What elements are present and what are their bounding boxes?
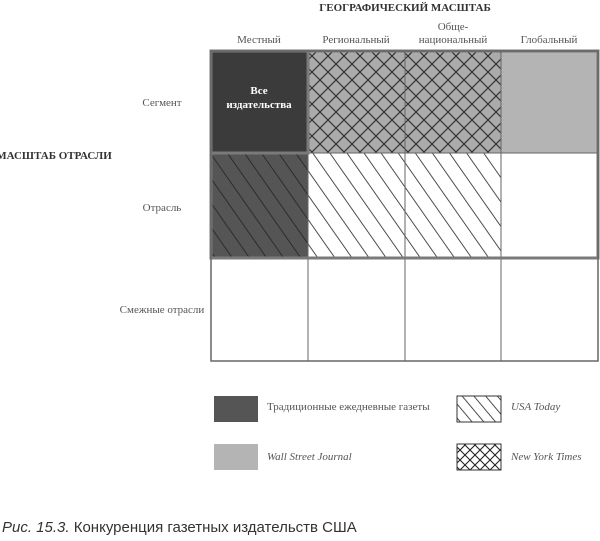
matrix-outer-border (210, 50, 599, 362)
row-header-industry: Отрасль (143, 202, 182, 214)
cell-segment-global (500, 50, 599, 154)
row-header-segment: Сегмент (142, 97, 181, 109)
row-header-adjacent: Смежные отрасли (120, 304, 205, 316)
column-header-regional: Региональный (322, 34, 389, 46)
figure-caption: Рис. 15.3. Конкуренция газетных издатель… (2, 519, 357, 536)
all-publishers-label-line1: Все (250, 85, 267, 97)
figure-number: Рис. 15.3. (2, 519, 70, 536)
cell-adjacent-local (210, 257, 309, 362)
all-publishers-label-line2: издательства (226, 99, 292, 111)
column-header-global: Глобальный (521, 34, 578, 46)
cell-industry-local (210, 152, 309, 259)
top-axis-title: ГЕОГРАФИЧЕСКИЙ МАСШТАБ (319, 2, 490, 14)
column-header-national-line1: Обще- (438, 21, 469, 33)
cell-industry-national (404, 152, 502, 259)
cell-adjacent-global (500, 257, 599, 362)
legend-swatch-usa-today (456, 395, 502, 423)
column-header-local: Местный (237, 34, 281, 46)
legend-label-nyt: New York Times (510, 451, 582, 463)
cell-segment-local (210, 50, 309, 154)
left-axis-title: МАСШТАБ ОТРАСЛИ (0, 150, 112, 162)
legend-swatch-nyt (456, 443, 502, 471)
legend-swatch-wsj (214, 444, 258, 470)
legend: Традиционные ежедневные газеты USA Today… (214, 395, 582, 471)
legend-label-usa-today: USA Today (511, 401, 560, 413)
cell-segment-regional (307, 50, 406, 154)
cell-segment-national (404, 50, 502, 154)
cell-adjacent-national (404, 257, 502, 362)
matrix-grid (210, 50, 599, 362)
legend-label-traditional: Традиционные ежедневные газеты (267, 401, 430, 413)
cell-industry-regional (307, 152, 406, 259)
figure-caption-text: Конкуренция газетных издательств США (73, 519, 357, 536)
legend-swatch-traditional (214, 396, 258, 422)
legend-label-wsj: Wall Street Journal (267, 451, 352, 463)
column-header-national-line2: национальный (419, 34, 488, 46)
cell-adjacent-regional (307, 257, 406, 362)
cell-industry-global (500, 152, 599, 259)
